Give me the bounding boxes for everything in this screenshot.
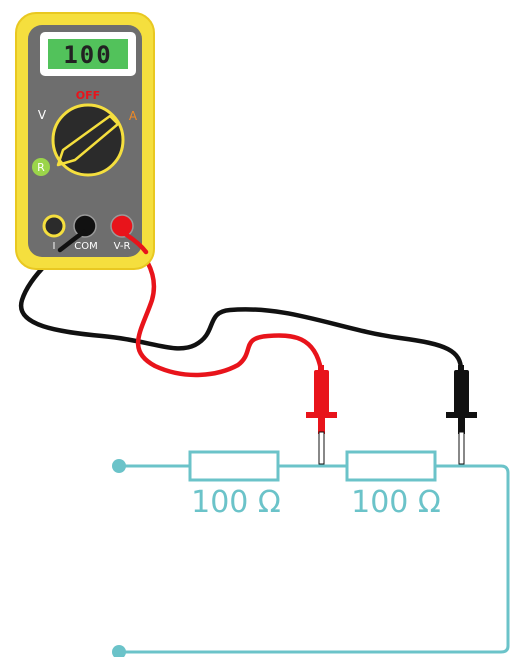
red-probe-tip xyxy=(318,431,325,465)
black-probe-tip xyxy=(458,431,465,465)
display-reading: 100 xyxy=(63,41,112,69)
black-lead-root xyxy=(57,229,87,253)
dial-label-resistance: R xyxy=(37,161,45,174)
black-probe-guard xyxy=(446,412,477,418)
black-test-lead xyxy=(18,229,464,375)
display-screen xyxy=(48,39,128,69)
black-probe-shaft xyxy=(458,418,465,434)
dial-label-current: A xyxy=(129,109,138,123)
black-probe-handle xyxy=(454,370,469,416)
terminal-bottom[interactable] xyxy=(112,645,126,657)
black-probe-cable-end xyxy=(458,365,464,373)
multimeter: 100 OFF V A R I COM V-R xyxy=(15,12,155,270)
red-probe-handle xyxy=(314,370,329,416)
selector-dial[interactable] xyxy=(51,103,125,177)
red-test-lead xyxy=(119,229,324,378)
dial-label-voltage: V xyxy=(38,108,47,122)
resistor-1-label: 100 Ω xyxy=(191,485,281,520)
circuit-wires xyxy=(117,464,510,654)
red-probe-shaft xyxy=(318,418,325,434)
dial-label-off: OFF xyxy=(76,89,100,102)
red-probe-cable-end xyxy=(318,365,324,373)
top-wire xyxy=(117,464,510,654)
resistor-1[interactable] xyxy=(188,450,280,482)
volt-ohm-jack[interactable] xyxy=(110,214,134,238)
dial-knob[interactable] xyxy=(51,103,125,177)
dial-pointer xyxy=(56,114,120,167)
com-jack[interactable] xyxy=(73,214,97,238)
red-lead-root xyxy=(119,229,149,255)
red-probe-guard xyxy=(306,412,337,418)
jack-label-com: COM xyxy=(74,241,97,252)
resistance-indicator-icon xyxy=(32,158,50,176)
red-probe[interactable] xyxy=(306,365,337,465)
jack-label-current: I xyxy=(53,241,56,252)
terminal-top[interactable] xyxy=(112,459,126,473)
current-jack[interactable] xyxy=(42,214,66,238)
black-probe[interactable] xyxy=(446,365,477,465)
resistor-2[interactable] xyxy=(345,450,437,482)
jack-label-volt-ohm: V-R xyxy=(114,241,131,252)
resistor-2-label: 100 Ω xyxy=(351,485,441,520)
